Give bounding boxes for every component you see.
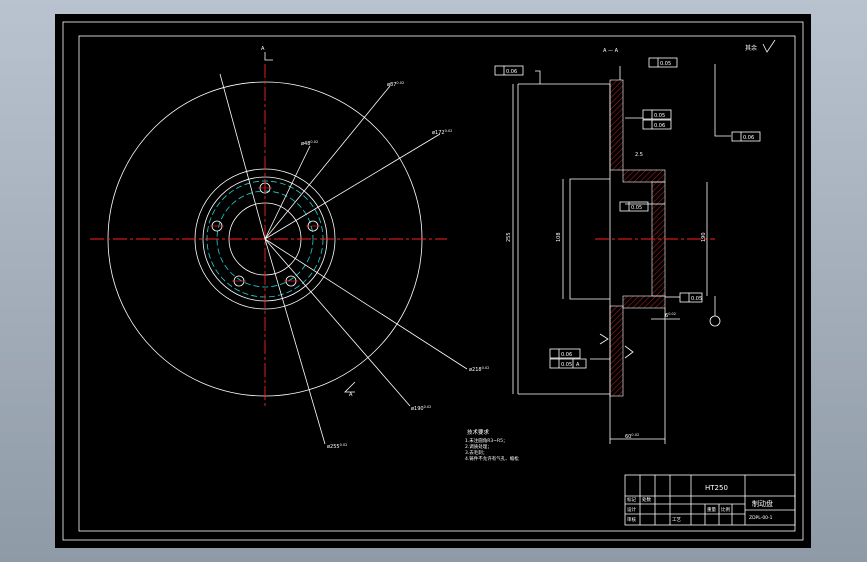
svg-text:0.05: 0.05	[691, 296, 702, 302]
dim-label-d6: ø2550.02	[327, 443, 347, 450]
svg-text:0.06: 0.06	[561, 352, 572, 358]
svg-text:A: A	[576, 362, 580, 368]
label-mark: 标记	[627, 496, 636, 503]
hatched-section-upper	[609, 79, 624, 171]
svg-text:0.05: 0.05	[654, 113, 665, 119]
tol-frame	[549, 348, 581, 359]
leader-d1	[264, 85, 391, 240]
tol-frame	[494, 65, 524, 76]
svg-text:0.05: 0.05	[631, 205, 642, 211]
tol-leader	[714, 64, 731, 137]
label-checker: 审核	[627, 516, 636, 523]
leader-d6	[264, 238, 326, 445]
leader-top	[219, 73, 266, 240]
dim-label-d1: ø870.02	[387, 81, 404, 88]
tol-frame	[648, 57, 678, 68]
drawing-number: ZDPL-00-1	[749, 515, 773, 521]
notes-line: 4.铸件不允许有气孔、缩松	[465, 455, 519, 462]
leader-d4	[264, 238, 468, 370]
front-view	[90, 52, 468, 445]
label-designer: 设计	[627, 506, 636, 513]
leader-d3	[264, 145, 311, 240]
svg-text:0.05: 0.05	[561, 362, 572, 368]
tol-frame	[642, 109, 672, 120]
drawing-canvas: A A ø870.02 ø1720.02 ø480.02 ø2180.02 ø1…	[55, 14, 811, 548]
disc-outline	[518, 83, 611, 395]
dim-label-d2: ø1720.02	[432, 129, 452, 136]
label-count: 处数	[642, 496, 651, 503]
hatched-hub-lower	[622, 295, 666, 309]
title-block: HT250 制动盘 ZDPL-00-1 标记 处数 设计 审核 工艺 重量 比例	[624, 474, 796, 526]
tol-leader	[535, 70, 541, 84]
roughness-symbol-icon	[762, 39, 776, 53]
leader-d2	[264, 133, 441, 240]
svg-text:0.06: 0.06	[506, 69, 517, 75]
roughness-mark-icon	[599, 333, 609, 345]
part-name: 制动盘	[752, 499, 773, 508]
dim-label-d4: ø2180.02	[469, 366, 489, 373]
dim-hub: 190	[701, 232, 707, 242]
inner-frame	[78, 35, 796, 532]
bore-outline	[569, 178, 610, 300]
leader-d5	[264, 238, 411, 407]
hatched-hub-upper	[622, 169, 666, 183]
notes-line: 2.调质处理；	[465, 443, 492, 450]
section-view	[512, 64, 731, 444]
roughness-mark-icon	[624, 345, 634, 359]
section-arrow-top	[264, 52, 273, 61]
roughness-note: 其余	[745, 44, 757, 52]
notes-title: 技术要求	[467, 428, 490, 436]
material: HT250	[705, 484, 728, 492]
svg-text:0.05: 0.05	[660, 61, 671, 67]
cad-drawing: A A ø870.02 ø1720.02 ø480.02 ø2180.02 ø1…	[62, 21, 804, 541]
dim-label-d5: ø1900.02	[411, 405, 431, 412]
dim-thickness: 600.02	[625, 433, 639, 440]
tol-frame	[731, 131, 761, 142]
outer-frame	[62, 21, 804, 541]
tol-frame	[619, 201, 649, 212]
label-weight: 重量	[707, 506, 716, 513]
section-title: A — A	[603, 48, 619, 54]
tol-frame	[642, 119, 672, 130]
notes-line: 1.未注圆角R3~R5；	[465, 437, 508, 444]
section-marker-bottom: A	[349, 392, 353, 398]
dim-bore: 108	[556, 232, 562, 242]
datum-symbol-icon	[709, 315, 721, 327]
dim-height: 255	[506, 232, 512, 242]
section-arrow-bottom	[344, 381, 356, 393]
technical-notes: 技术要求 1.未注圆角R3~R5； 2.调质处理； 3.去毛刺； 4.铸件不允许…	[465, 428, 519, 462]
dim-chamfer: 2.5	[635, 152, 643, 158]
tol-frame	[679, 292, 703, 303]
tol-frame	[549, 358, 587, 369]
tolerance-frames: 0.06 0.05 0.05 0.06 0.06 0.05 0.05 0.06 …	[494, 57, 761, 369]
label-craft: 工艺	[672, 517, 681, 523]
svg-text:0.06: 0.06	[743, 135, 754, 141]
dim-offset: 60.02	[665, 312, 676, 319]
label-scale: 比例	[721, 506, 730, 513]
section-marker-left: A	[261, 46, 265, 52]
notes-line: 3.去毛刺；	[465, 449, 487, 456]
dim-label-d3: ø480.02	[301, 140, 318, 147]
hatched-section-lower	[609, 305, 624, 397]
svg-text:0.06: 0.06	[654, 123, 665, 129]
